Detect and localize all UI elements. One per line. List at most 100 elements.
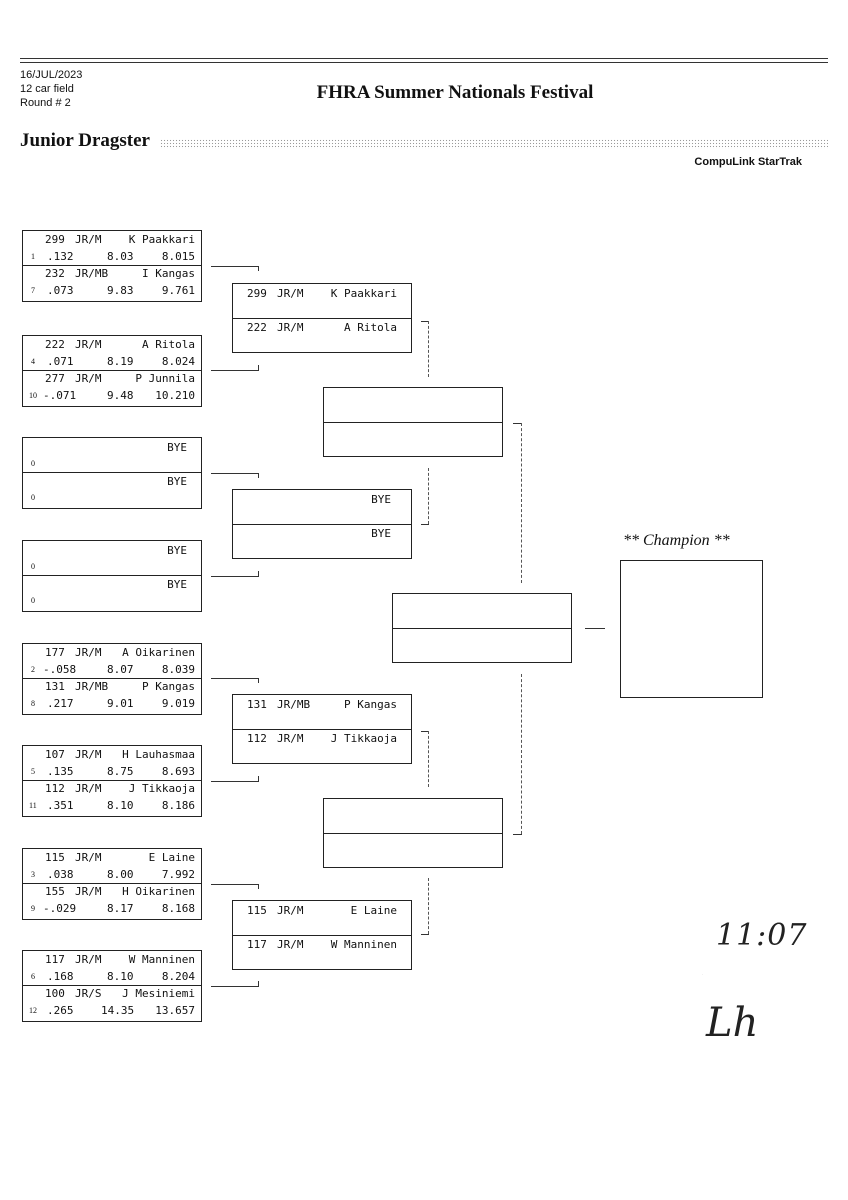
driver-name: J Tikkaoja	[330, 732, 397, 745]
car-class: JR/M	[277, 287, 304, 300]
driver-name: BYE	[167, 578, 187, 591]
round2-racer-bottom: 112 JR/M J Tikkaoja	[233, 729, 411, 764]
connector-line	[585, 628, 605, 629]
car-class: JR/M	[277, 321, 304, 334]
round2-racer-top: 115 JR/M E Laine	[233, 901, 411, 935]
dial-in: 13.657	[155, 1004, 195, 1017]
dial-in: 8.024	[161, 355, 195, 368]
round2-match-3: 131 JR/MB P Kangas 112 JR/M J Tikkaoja	[232, 694, 412, 764]
connector-line	[513, 834, 522, 835]
elapsed-time: 8.17	[107, 902, 134, 915]
car-number: 177	[45, 646, 65, 659]
elapsed-time: 9.01	[107, 697, 134, 710]
connector-dashed	[428, 321, 429, 377]
connector-line	[258, 571, 259, 576]
driver-name: H Oikarinen	[122, 885, 195, 898]
car-class: JR/M	[75, 782, 102, 795]
driver-name: K Paakkari	[128, 233, 195, 246]
final-slot-divider	[393, 628, 571, 663]
round1-racer-bottom: 232 JR/MB I Kangas 7 .073 9.83 9.761	[23, 265, 201, 300]
round1-racer-bottom: BYE 0	[23, 575, 201, 610]
round1-racer-top: BYE 0	[23, 438, 201, 472]
champion-label: ** Champion **	[623, 532, 730, 549]
connector-dashed	[428, 731, 429, 787]
top-rule-2	[20, 62, 828, 63]
top-rule	[20, 58, 828, 59]
driver-name: P Kangas	[142, 680, 195, 693]
round3-slot-divider	[324, 422, 502, 457]
driver-name: H Lauhasmaa	[122, 748, 195, 761]
car-number: 115	[247, 904, 267, 917]
car-number: 155	[45, 885, 65, 898]
round3-slot-divider	[324, 833, 502, 868]
field-size: 12 car field	[20, 83, 74, 95]
lane-number: 4	[31, 357, 35, 366]
lane-number: 2	[31, 665, 35, 674]
round2-match-1: 299 JR/M K Paakkari 222 JR/M A Ritola	[232, 283, 412, 353]
elapsed-time: 8.10	[107, 970, 134, 983]
connector-line	[258, 776, 259, 781]
software-brand: CompuLink StarTrak	[694, 156, 802, 168]
connector-line	[258, 266, 259, 271]
connector-line	[421, 321, 429, 322]
connector-line	[211, 678, 259, 679]
driver-name: A Ritola	[142, 338, 195, 351]
lane-number: 12	[29, 1006, 37, 1015]
lane-number: 9	[31, 904, 35, 913]
car-class: JR/M	[277, 732, 304, 745]
connector-line	[211, 473, 259, 474]
lane-number: 5	[31, 767, 35, 776]
class-title: Junior Dragster	[20, 130, 152, 152]
round3-match-2	[323, 798, 503, 868]
car-number: 222	[247, 321, 267, 334]
car-number: 117	[247, 938, 267, 951]
dial-in: 8.168	[161, 902, 195, 915]
car-class: JR/M	[75, 338, 102, 351]
car-number: 107	[45, 748, 65, 761]
car-class: JR/M	[75, 646, 102, 659]
round1-match-2: 222 JR/M A Ritola 4 .071 8.19 8.024 277 …	[22, 335, 202, 407]
round1-racer-top: 299 JR/M K Paakkari 1 .132 8.03 8.015	[23, 231, 201, 265]
connector-dashed	[428, 878, 429, 934]
reaction-time: .168	[47, 970, 74, 983]
round2-racer-bottom: BYE	[233, 524, 411, 559]
driver-name: A Ritola	[344, 321, 397, 334]
handwritten-dot: ·	[702, 974, 703, 976]
dial-in: 7.992	[161, 868, 195, 881]
dial-in: 8.693	[161, 765, 195, 778]
connector-dashed	[521, 423, 522, 583]
connector-line	[513, 423, 522, 424]
connector-line	[258, 473, 259, 478]
connector-line	[421, 524, 429, 525]
car-class: JR/S	[75, 987, 102, 1000]
round1-racer-top: 117 JR/M W Manninen 6 .168 8.10 8.204	[23, 951, 201, 985]
car-number: 115	[45, 851, 65, 864]
driver-name: J Tikkaoja	[128, 782, 195, 795]
car-class: JR/M	[75, 233, 102, 246]
connector-line	[421, 934, 429, 935]
handwritten-time: 11:07	[716, 918, 808, 953]
car-number: 131	[247, 698, 267, 711]
reaction-time: -.058	[43, 663, 77, 676]
car-class: JR/M	[277, 938, 304, 951]
final-match	[392, 593, 572, 663]
car-number: 100	[45, 987, 65, 1000]
dial-in: 10.210	[155, 389, 195, 402]
round2-racer-top: 131 JR/MB P Kangas	[233, 695, 411, 729]
elapsed-time: 8.19	[107, 355, 134, 368]
round1-match-6: 107 JR/M H Lauhasmaa 5 .135 8.75 8.693 1…	[22, 745, 202, 817]
champion-box	[620, 560, 763, 698]
car-class: JR/MB	[75, 267, 109, 280]
driver-name: BYE	[371, 493, 391, 506]
connector-line	[258, 678, 259, 683]
connector-line	[258, 884, 259, 889]
lane-number: 11	[29, 801, 37, 810]
event-title: FHRA Summer Nationals Festival	[316, 82, 594, 103]
reaction-time: .071	[47, 355, 74, 368]
lane-number: 0	[31, 596, 35, 605]
round1-racer-top: 115 JR/M E Laine 3 .038 8.00 7.992	[23, 849, 201, 883]
reaction-time: -.029	[43, 902, 77, 915]
lane-number: 0	[31, 459, 35, 468]
round1-racer-top: BYE 0	[23, 541, 201, 575]
round1-racer-bottom: 131 JR/MB P Kangas 8 .217 9.01 9.019	[23, 678, 201, 713]
